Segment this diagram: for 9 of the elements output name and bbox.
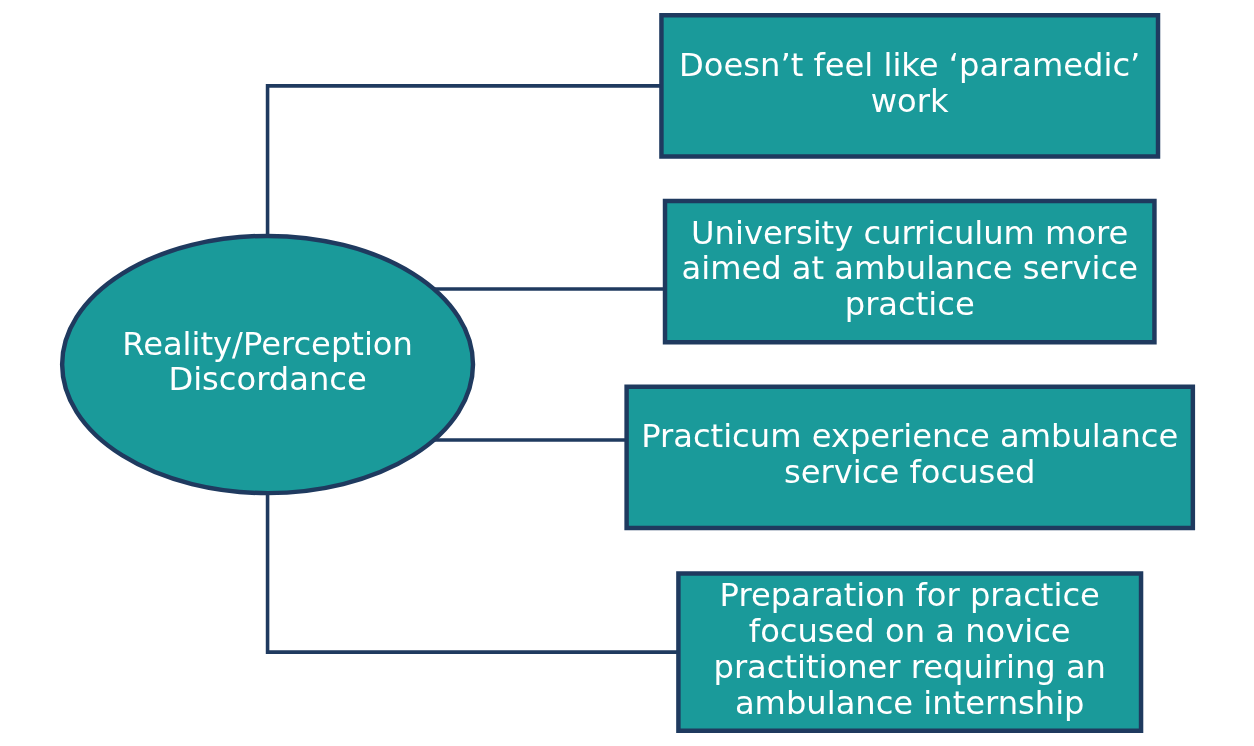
- node-box: University curriculum more aimed at ambulance service practice: [662, 198, 1157, 345]
- connector: [265, 493, 678, 654]
- connector: [434, 287, 665, 291]
- connector: [434, 438, 626, 442]
- node-box: Doesn’t feel like ‘paramedic’ work: [658, 13, 1160, 159]
- node-ellipse: Reality/Perception Discordance: [59, 233, 475, 496]
- connector: [265, 84, 661, 236]
- node-box: Preparation for practice focused on a novice practitioner requiring an ambulance internship: [675, 571, 1143, 733]
- node-box: Practicum experience ambulance service focused: [623, 384, 1195, 531]
